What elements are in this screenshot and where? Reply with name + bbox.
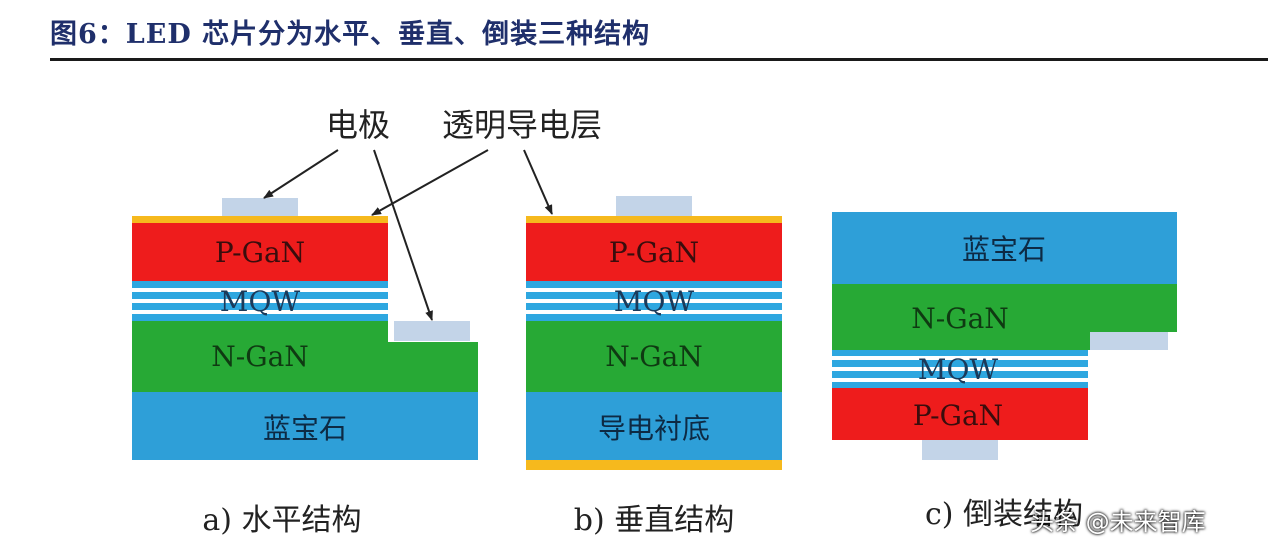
mqw-label: MQW <box>918 353 999 386</box>
p-gan-label: P-GaN <box>215 236 305 269</box>
p-electrode <box>922 440 998 460</box>
p-gan-label: P-GaN <box>913 399 1003 432</box>
caption-flip-chip: c) 倒装结构 <box>925 497 1083 532</box>
panel-vertical: P-GaN MQW N-GaN 导电衬底 b) 垂直结构 <box>526 196 782 538</box>
n-gan-layer <box>132 321 478 392</box>
p-gan-layer <box>526 223 782 281</box>
electrode-arrow-a-side <box>373 149 433 321</box>
electrode-callout-label: 电极 <box>326 106 390 144</box>
p-gan-layer <box>832 388 1088 440</box>
transparent-conductive-layer <box>132 216 388 223</box>
n-electrode <box>394 321 470 341</box>
n-gan-label: N-GaN <box>911 302 1009 335</box>
panel-horizontal: P-GaN MQW N-GaN 蓝宝石 a) 水平结构 <box>132 198 478 538</box>
watermark: 头条 @未来智库 <box>1030 508 1206 536</box>
callouts: 电极 透明导电层 <box>263 106 602 321</box>
n-electrode <box>1090 332 1168 350</box>
caption-vertical: b) 垂直结构 <box>574 503 734 538</box>
mqw-label: MQW <box>220 285 301 318</box>
n-gan-label: N-GaN <box>605 340 703 373</box>
bottom-contact-layer <box>526 460 782 470</box>
substrate-layer <box>832 212 1177 284</box>
electrode-arrow-a-top <box>263 149 339 199</box>
mqw-layer <box>526 281 782 321</box>
title-rule <box>50 58 1268 61</box>
substrate-label: 蓝宝石 <box>263 412 347 445</box>
p-gan-label: P-GaN <box>609 236 699 269</box>
transparent-arrow-b <box>523 149 553 215</box>
mqw-layer <box>832 350 1088 388</box>
p-electrode <box>616 196 692 216</box>
p-gan-layer <box>132 223 388 281</box>
caption-horizontal: a) 水平结构 <box>202 503 361 538</box>
n-gan-layer <box>526 321 782 392</box>
mqw-layer <box>132 281 388 321</box>
n-gan-label: N-GaN <box>211 340 309 373</box>
mqw-label: MQW <box>614 285 695 318</box>
substrate-label: 导电衬底 <box>598 412 710 445</box>
substrate-layer <box>526 392 782 460</box>
substrate-layer <box>132 392 478 460</box>
transparent-arrow-a <box>371 149 489 216</box>
panel-flip-chip: 蓝宝石 N-GaN MQW P-GaN c) 倒装结构 <box>832 212 1177 532</box>
p-electrode <box>222 198 298 216</box>
n-gan-layer <box>832 284 1177 350</box>
figure-title: 图6：LED 芯片分为水平、垂直、倒装三种结构 <box>50 19 651 50</box>
transparent-conductive-layer <box>526 216 782 223</box>
transparent-layer-callout-label: 透明导电层 <box>442 106 602 144</box>
substrate-label: 蓝宝石 <box>962 233 1046 266</box>
